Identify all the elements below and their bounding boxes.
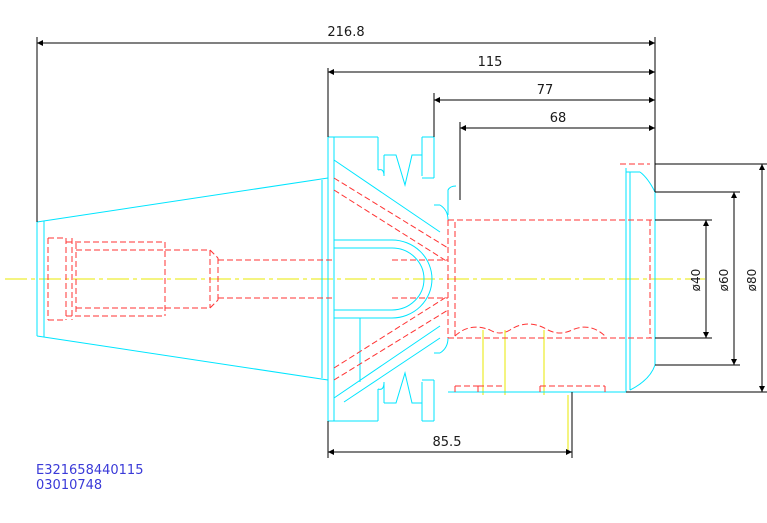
part-code-line2: 03010748 — [36, 478, 103, 493]
dim-label-d40: ø40 — [689, 269, 703, 292]
centerline — [5, 278, 705, 450]
dim-label-216-8: 216.8 — [327, 25, 364, 40]
dim-label-d60: ø60 — [717, 269, 731, 292]
dimension-lines — [37, 40, 765, 455]
dim-label-d80: ø80 — [745, 269, 759, 292]
extension-lines — [36, 37, 767, 458]
dim-label-77: 77 — [537, 83, 554, 98]
hidden-lines — [47, 163, 655, 392]
part-code-line1: E321658440115 — [36, 463, 144, 478]
dim-label-85-5: 85.5 — [433, 435, 462, 450]
part-outline — [36, 136, 656, 422]
dim-label-68: 68 — [550, 111, 567, 126]
dim-label-115: 115 — [478, 55, 503, 70]
